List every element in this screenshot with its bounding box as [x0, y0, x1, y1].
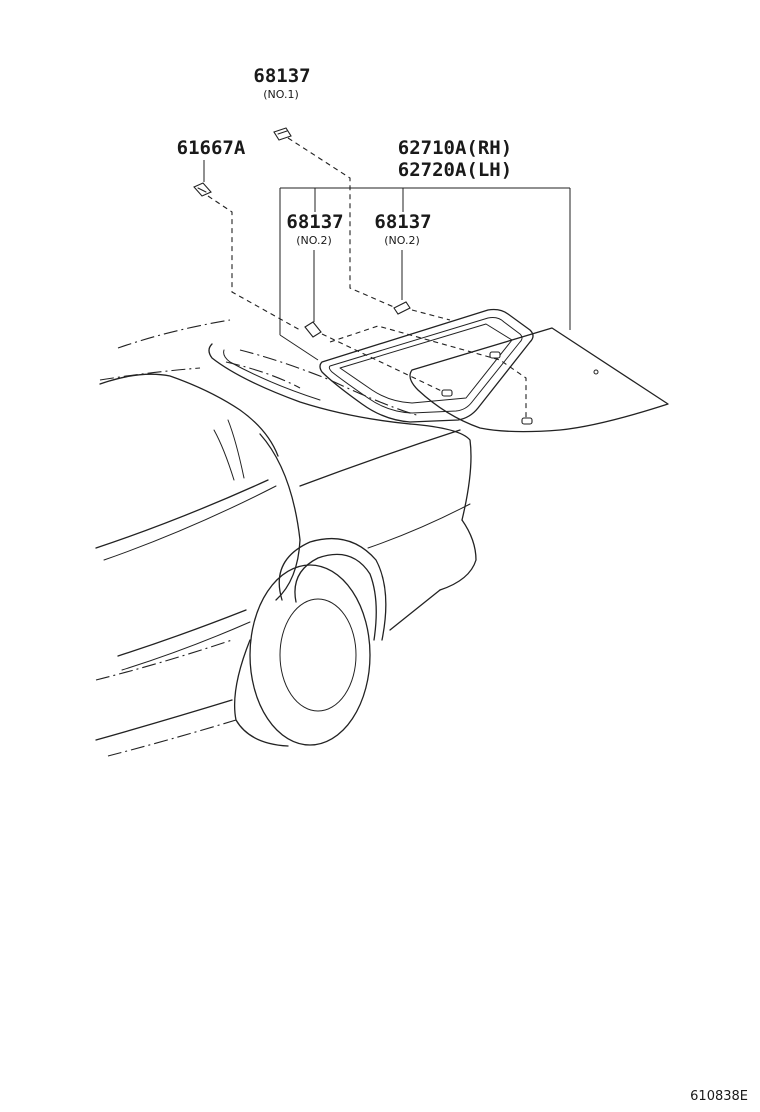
callout-68137-no2-left: 68137 (NO.2)	[286, 211, 343, 247]
clip-68137-no2-left	[304, 321, 322, 338]
figure-id: 610838E	[690, 1089, 748, 1104]
part-number-62720a-lh: 62720A(LH)	[398, 159, 512, 181]
callout-68137-no2-right: 68137 (NO.2)	[374, 211, 431, 247]
leader-lines	[203, 160, 571, 361]
assembly-dashed-lines	[207, 137, 527, 420]
part-number-68137-no1: 68137	[253, 65, 310, 87]
part-number-68137-no2-left: 68137	[286, 211, 343, 233]
part-sub-no1: (NO.1)	[263, 88, 299, 101]
callout-62710a-rh: 62710A(RH)	[398, 137, 512, 159]
vehicle-body	[95, 319, 477, 757]
callout-68137-no1: 68137 (NO.1)	[253, 65, 310, 101]
clip-61667a	[193, 182, 212, 197]
callout-61667a: 61667A	[177, 137, 246, 159]
clip-68137-no2-right	[393, 301, 411, 315]
part-sub-no2-right: (NO.2)	[384, 234, 420, 247]
quarter-glass-assembly	[319, 308, 669, 433]
part-number-68137-no2-right: 68137	[374, 211, 431, 233]
part-number-62710a-rh: 62710A(RH)	[398, 137, 512, 159]
part-sub-no2-left: (NO.2)	[296, 234, 332, 247]
part-number-61667a: 61667A	[177, 137, 246, 159]
clip-68137-no1	[273, 127, 292, 141]
callout-62720a-lh: 62720A(LH)	[398, 159, 512, 181]
